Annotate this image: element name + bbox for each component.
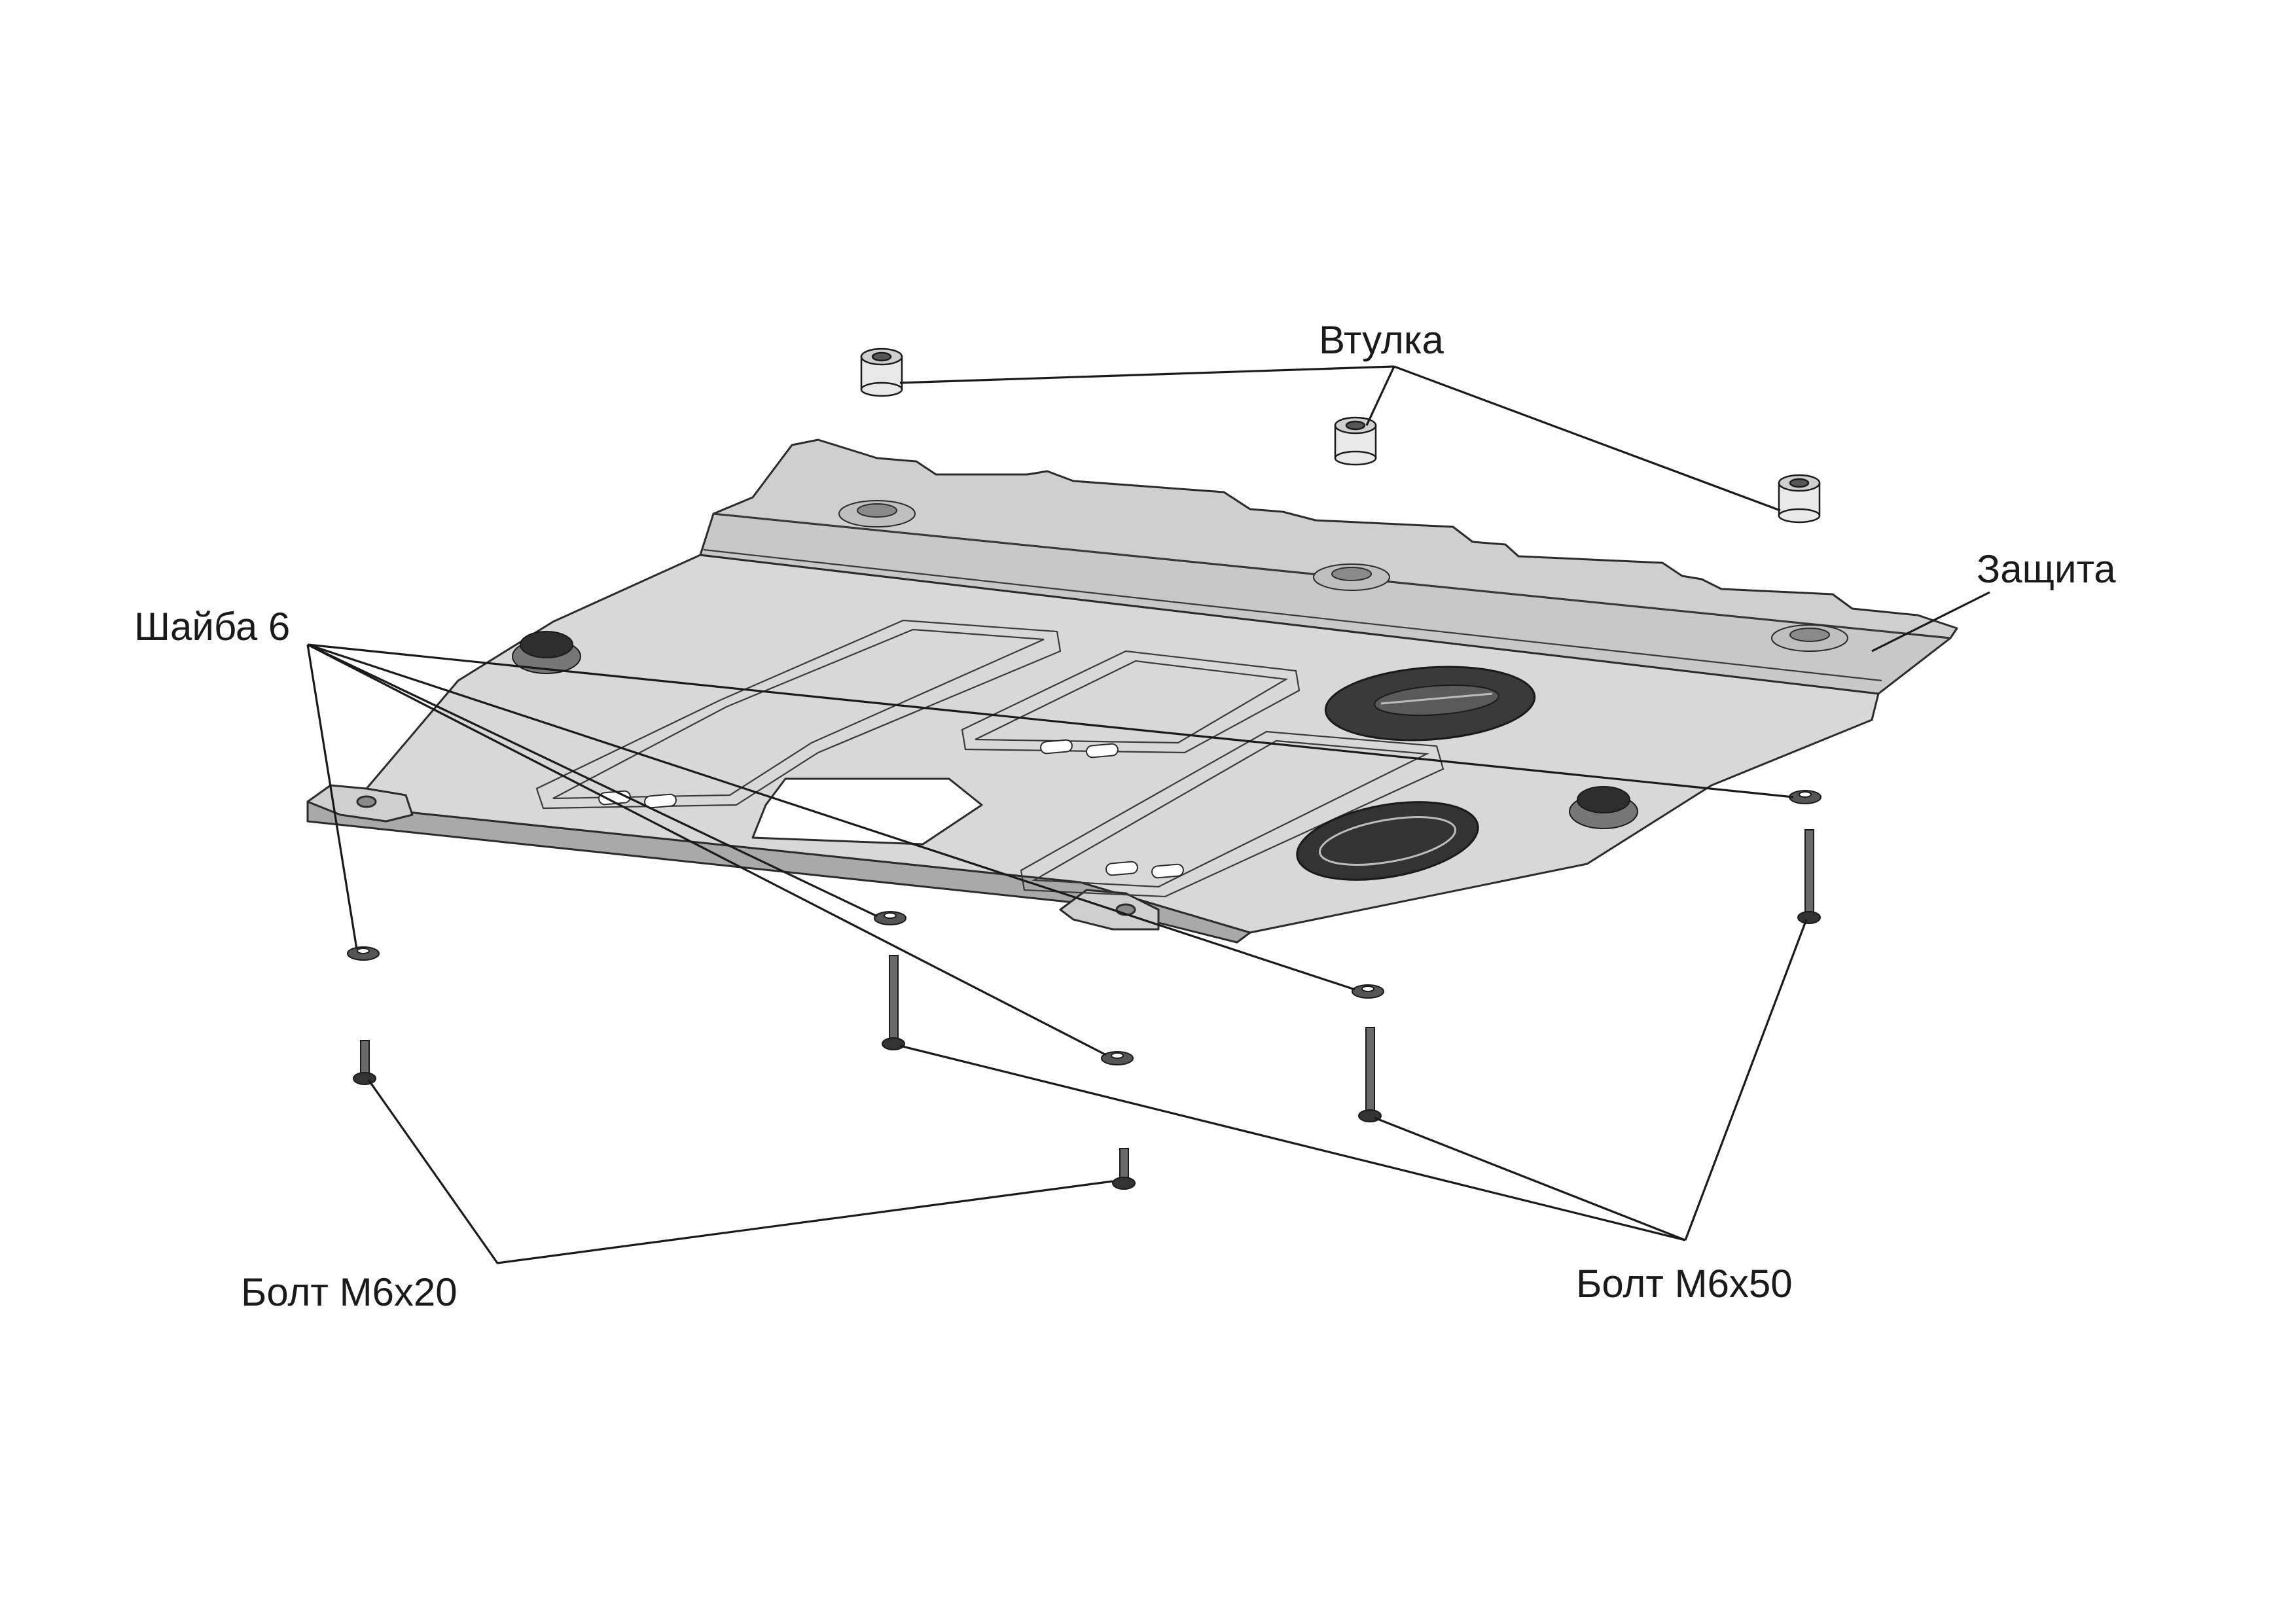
- drain-hatch-upper: [1324, 666, 1536, 741]
- washer-3: [1101, 1051, 1134, 1065]
- leader-lines: [306, 365, 1990, 1264]
- plate-cutout: [751, 777, 983, 846]
- washer-parts: [347, 790, 1821, 1065]
- washer-5: [1789, 790, 1821, 804]
- rubber-bumper-right: [1569, 786, 1638, 829]
- bolt-parts: [353, 829, 1821, 1190]
- plate-rear-lip: [712, 438, 1958, 639]
- bushing-seats: [838, 500, 1848, 652]
- bolt-long-1: [882, 955, 905, 1050]
- washer-4: [1352, 984, 1384, 999]
- bushing-parts: [860, 348, 1821, 524]
- rubber-bumper-left: [512, 631, 581, 674]
- label-guard: Защита: [1977, 547, 2116, 591]
- washer-1: [347, 946, 380, 961]
- bolt-long-3: [1797, 829, 1821, 924]
- bushing-3: [1778, 474, 1821, 524]
- stamped-recess-left: [535, 619, 1062, 810]
- bushing-2: [1334, 416, 1377, 466]
- bolt-short-2: [1112, 1148, 1136, 1190]
- label-bolt-long: Болт М6х50: [1576, 1262, 1793, 1306]
- stamped-recess-middle: [961, 650, 1300, 754]
- bolt-short-1: [353, 1040, 376, 1085]
- drain-hatch-lower: [1296, 801, 1479, 881]
- label-bolt-short: Болт М6х20: [241, 1270, 457, 1314]
- plate-main-surface: [306, 554, 1880, 934]
- label-washer: Шайба 6: [134, 605, 290, 649]
- bushing-1: [860, 348, 903, 397]
- washer-2: [874, 911, 906, 925]
- label-bushing: Втулка: [1319, 318, 1444, 362]
- skid-plate: [306, 438, 1958, 944]
- bolt-long-2: [1358, 1027, 1382, 1122]
- stamped-recess-right: [1020, 730, 1444, 898]
